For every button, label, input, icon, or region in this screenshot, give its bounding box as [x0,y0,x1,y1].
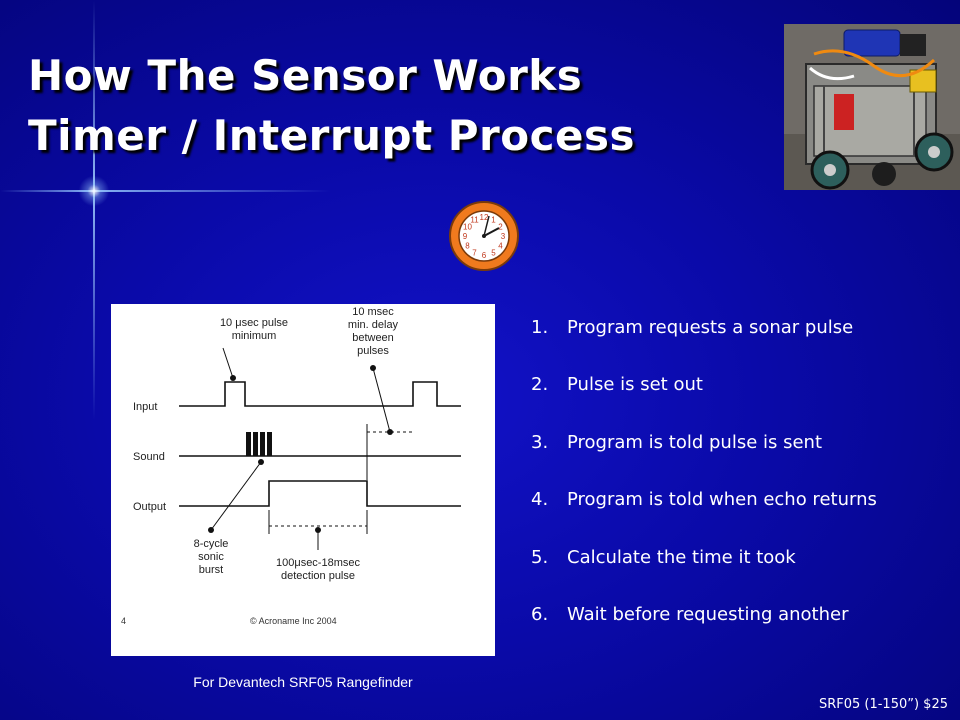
diagram-caption: For Devantech SRF05 Rangefinder [193,674,413,690]
signal-label-output: Output [133,501,166,513]
slide-title: How The Sensor Works Timer / Interrupt P… [28,46,635,166]
step-text: Program requests a sonar pulse [567,317,854,338]
annotation-pulse-min-1: 10 μsec pulse [220,317,288,329]
annotation-detection-2: detection pulse [281,570,355,582]
annotation-delay-3: between [352,332,394,344]
light-flare [78,176,110,206]
annotation-pulse-min-2: minimum [232,330,277,342]
clock-numeral: 6 [482,251,487,260]
figure-page-number: 4 [121,616,126,626]
clock-numeral: 7 [472,249,477,258]
output-waveform [179,480,461,507]
annotation-delay-2: min. delay [348,319,399,331]
step-text: Pulse is set out [567,374,703,396]
annotation-burst-2: sonic [198,551,224,563]
step-item: 4. Program is told when echo returns [531,488,877,545]
step-text: Program is told when echo returns [567,489,877,511]
clock-numeral: 4 [498,242,503,251]
robot-illustration [784,24,960,190]
clock-numeral: 8 [465,242,470,251]
step-number: 5. [531,546,549,568]
clock-minute-hand [483,215,490,237]
sonic-burst-bars [246,432,272,456]
step-text: Calculate the time it took [567,546,796,568]
step-item: 2. Pulse is set out [531,373,877,430]
clock-numeral: 1 [491,216,496,225]
annotation-delay-1: 10 msec [352,306,394,318]
robot-photo [784,24,960,190]
annotation-burst-1: 8-cycle [194,538,229,550]
timing-diagram: Input Sound Output 10 μsec pulse minimum… [111,304,495,656]
clock-numeral: 12 [480,213,489,222]
clock-numeral: 3 [501,232,506,241]
annotation-burst-3: burst [199,564,223,576]
clock-numeral: 9 [463,232,468,241]
light-streak-vertical [93,0,95,420]
step-number: 3. [531,431,549,453]
slide-footer: SRF05 (1-150”) $25 [818,697,948,712]
signal-label-sound: Sound [133,451,165,463]
title-line-2: Timer / Interrupt Process [28,111,636,160]
step-number: 6. [531,603,549,625]
step-number: 2. [531,374,549,396]
clock-numeral: 10 [463,223,472,232]
clock-hour-hand [483,227,500,237]
step-item: 3. Program is told pulse is sent [531,431,877,488]
annotation-detection-1: 100μsec-18msec [276,557,360,569]
signal-label-input: Input [133,401,157,413]
light-streak-horizontal [0,190,330,192]
step-text: Program is told pulse is sent [567,431,823,453]
step-text: Wait before requesting another [567,603,849,625]
annotation-delay-4: pulses [357,345,389,357]
step-number: 4. [531,489,549,511]
step-item: 5. Calculate the time it took [531,546,877,603]
steps-list: 1. Program requests a sonar pulse 2. Pulse… [531,316,877,660]
step-number: 1. [531,317,549,338]
figure-copyright: © Acroname Inc 2004 [250,616,337,626]
input-waveform [179,381,461,407]
step-item: 1. Program requests a sonar pulse [531,316,877,373]
clock-numeral: 11 [470,216,479,225]
title-line-1: How The Sensor Works [28,51,583,100]
clock-numeral: 5 [491,249,496,258]
clock-numeral: 2 [498,223,503,232]
step-item: 6. Wait before requesting another [531,603,877,660]
